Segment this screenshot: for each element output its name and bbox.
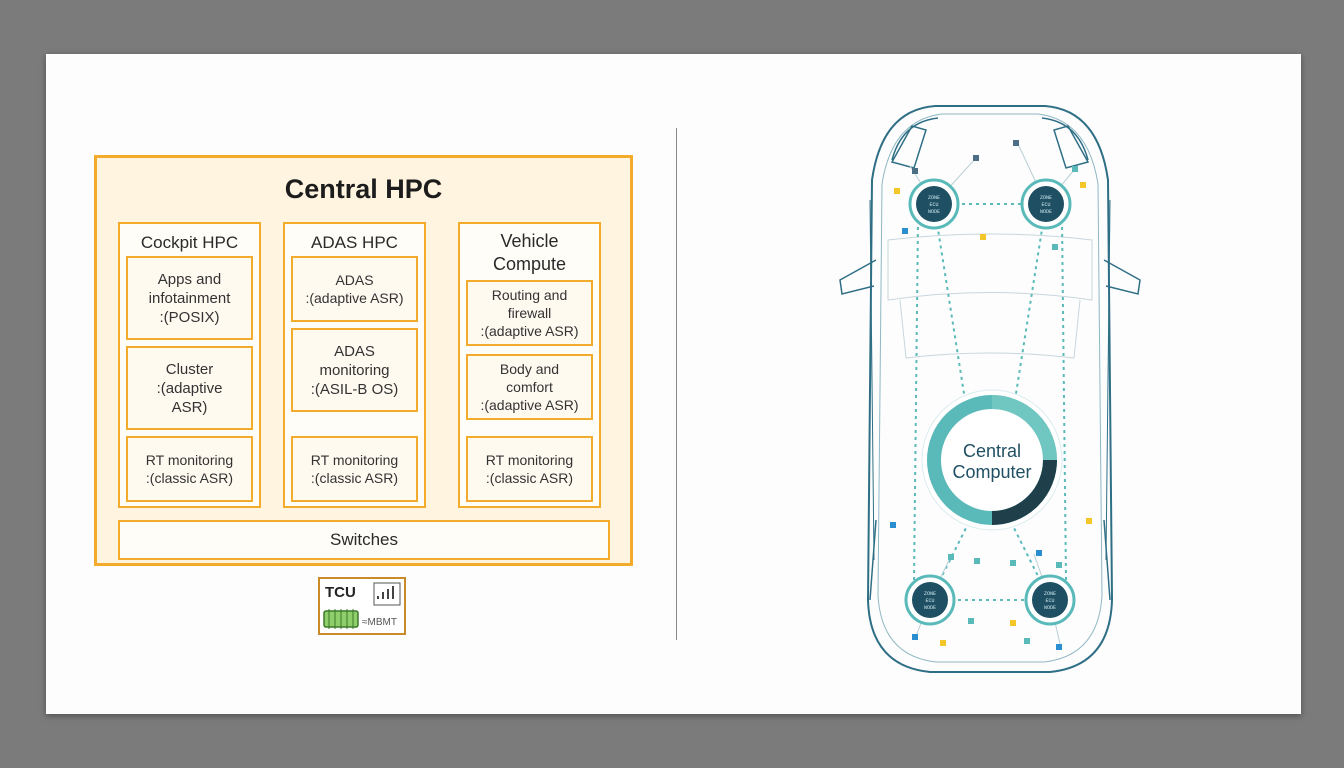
svg-text:NODE: NODE bbox=[1040, 209, 1052, 215]
cluster-box: Cluster :(adaptive ASR) bbox=[126, 346, 253, 430]
signal-icon bbox=[373, 582, 401, 606]
zone-ecu-front-right: ZONE ECU NODE bbox=[1020, 178, 1072, 230]
svg-text:ECU: ECU bbox=[929, 202, 938, 208]
central-hpc-title: Central HPC bbox=[284, 174, 443, 204]
svg-text:ZONE: ZONE bbox=[924, 591, 936, 597]
vehicle-compute-title: Vehicle Compute bbox=[492, 231, 567, 274]
cockpit-hpc-column: Cockpit HPC Apps and infotainment :(POSI… bbox=[118, 222, 261, 508]
svg-text:NODE: NODE bbox=[1044, 605, 1056, 611]
central-hpc-block: Central HPC Cockpit HPC Apps and infotai… bbox=[94, 155, 633, 566]
cockpit-rt-monitoring-box: RT monitoring :(classic ASR) bbox=[126, 436, 253, 502]
tcu-graphics: ≈MBMT bbox=[323, 582, 401, 629]
tcu-label: TCU bbox=[325, 584, 356, 601]
svg-text:ECU: ECU bbox=[1045, 598, 1054, 604]
vehicle-architecture-diagram: ZONE ECU NODE ZONE ECU NODE ZONE ECU NOD… bbox=[839, 105, 1141, 673]
switches-box: Switches bbox=[118, 520, 610, 560]
zone-ecu-front-left: ZONE ECU NODE bbox=[908, 178, 960, 230]
adas-box: ADAS :(adaptive ASR) bbox=[291, 256, 418, 322]
vehicle-compute-column: Vehicle Compute Routing and firewall :(a… bbox=[458, 222, 601, 508]
sensor-nodes bbox=[890, 140, 1092, 650]
adas-hpc-column: ADAS HPC ADAS :(adaptive ASR) ADAS monit… bbox=[283, 222, 426, 508]
chip-icon bbox=[323, 609, 359, 629]
svg-text:ECU: ECU bbox=[1041, 202, 1050, 208]
svg-text:ECU: ECU bbox=[925, 598, 934, 604]
svg-text:ZONE: ZONE bbox=[1044, 591, 1056, 597]
svg-text:ZONE: ZONE bbox=[1040, 195, 1052, 201]
routing-firewall-box: Routing and firewall :(adaptive ASR) bbox=[466, 280, 593, 346]
adas-rt-monitoring-box: RT monitoring :(classic ASR) bbox=[291, 436, 418, 502]
central-computer-node: Central Computer bbox=[921, 389, 1063, 531]
divider-line bbox=[676, 128, 677, 640]
tcu-chip-text: ≈MBMT bbox=[362, 617, 397, 628]
body-comfort-box: Body and comfort :(adaptive ASR) bbox=[466, 354, 593, 420]
central-computer-label-line1: Central bbox=[963, 441, 1021, 461]
apps-infotainment-box: Apps and infotainment :(POSIX) bbox=[126, 256, 253, 340]
central-computer-label-line2: Computer bbox=[952, 462, 1031, 482]
zone-ecu-rear-right: ZONE ECU NODE bbox=[1024, 574, 1076, 626]
car-body bbox=[839, 105, 1141, 673]
svg-text:NODE: NODE bbox=[928, 209, 940, 215]
tcu-module: TCU ≈MBMT bbox=[318, 577, 406, 635]
svg-text:ZONE: ZONE bbox=[928, 195, 940, 201]
adas-monitoring-box: ADAS monitoring :(ASIL-B OS) bbox=[291, 328, 418, 412]
zone-ecu-rear-left: ZONE ECU NODE bbox=[904, 574, 956, 626]
adas-hpc-title: ADAS HPC bbox=[311, 233, 398, 252]
cockpit-hpc-title: Cockpit HPC bbox=[140, 233, 239, 252]
svg-text:NODE: NODE bbox=[924, 605, 936, 611]
vehicle-rt-monitoring-box: RT monitoring :(classic ASR) bbox=[466, 436, 593, 502]
